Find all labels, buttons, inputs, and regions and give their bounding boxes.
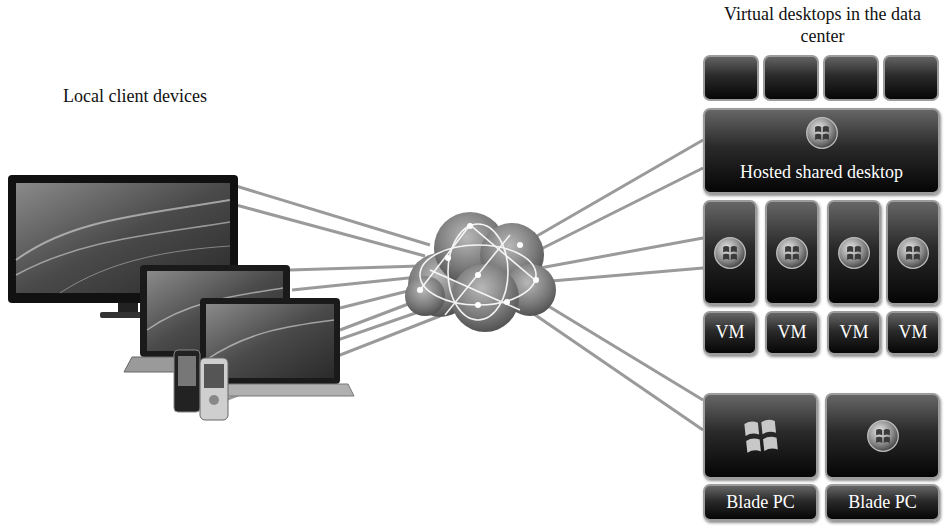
label-plate: VM [827, 311, 881, 355]
box-label: Hosted shared desktop [740, 162, 903, 182]
label-plate: VM [886, 311, 940, 355]
heading-label: Local client devices [60, 86, 210, 108]
box-label: VM [715, 322, 744, 344]
box-label: VM [777, 322, 806, 344]
windows-7-logo [805, 116, 839, 150]
desktop-tile [827, 200, 881, 305]
laptop [186, 298, 354, 396]
mobile-phone [174, 350, 228, 420]
desktop-tile [704, 56, 938, 100]
label-plate: VM [765, 311, 819, 355]
virtual-machine-box: VM [703, 200, 757, 355]
label-plate: VM [703, 311, 757, 355]
windows-7-logo [896, 236, 930, 270]
heading-label: Virtual desktops in the data center [700, 4, 945, 47]
virtual-machine-box: VM [765, 200, 819, 355]
windows-7-logo [775, 236, 809, 270]
logo-holder [705, 116, 938, 154]
label-plate: Blade PC [703, 484, 818, 521]
virtual-machine-box: VM [827, 200, 881, 355]
windows-7-logo [837, 236, 871, 270]
desktop-tile [886, 200, 940, 305]
desktop-tile [825, 393, 940, 479]
desktop-tile [765, 200, 819, 305]
label-plate: Blade PC [825, 484, 940, 521]
box-label: Blade PC [848, 492, 917, 514]
desktop-tile [703, 393, 818, 479]
network-cloud [405, 212, 556, 332]
box-label: VM [898, 322, 927, 344]
windows-7-logo [713, 236, 747, 270]
virtual-machine-box: Blade PC [825, 393, 940, 521]
box-label: Blade PC [726, 492, 795, 514]
text-holder: Hosted shared desktop [705, 162, 938, 184]
desktop-tile [703, 200, 757, 305]
virtual-machine-box: Blade PC [703, 393, 818, 521]
virtual-machine-box: VM [886, 200, 940, 355]
windows-7-logo [866, 419, 900, 453]
box-label: VM [839, 322, 868, 344]
hosted-desktop-box: Hosted shared desktop [703, 108, 940, 194]
windows-xp-logo [741, 416, 781, 456]
